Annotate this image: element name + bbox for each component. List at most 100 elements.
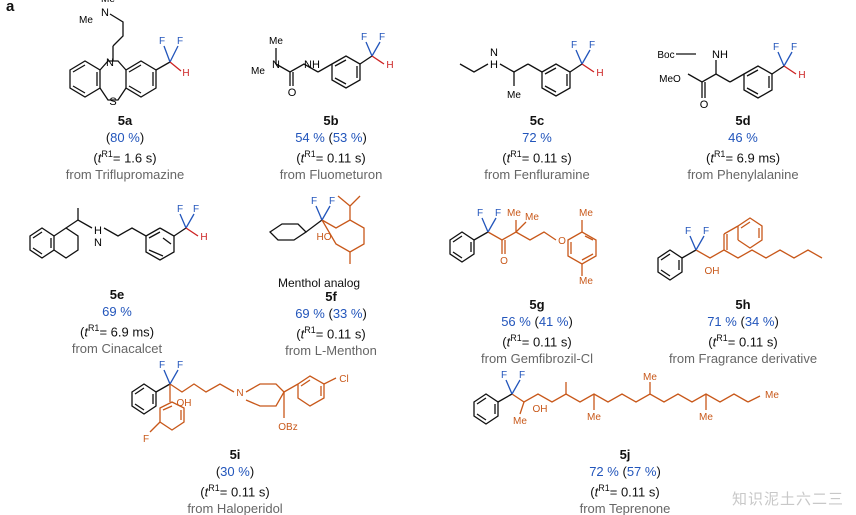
svg-text:H: H [200,232,207,243]
caption-5f: 5f 69 % (33 %) (tR1= 0.11 s) from L-Ment… [236,288,426,359]
residence-time: (tR1= 6.9 ms) [79,323,155,340]
molecule-5a: N S N Me Me F F H [69,0,190,108]
caption-5b: 5b 54 % (53 %) (tR1= 0.11 s) from Fluome… [236,112,426,183]
residence-time: (tR1= 0.11 s) [708,333,778,350]
svg-text:F: F [143,434,149,445]
svg-text:F: F [177,204,183,215]
entry-5a: N S N Me Me F F H 5a (80 %) (tR1= 1.6 s)… [30,0,220,183]
caption-5h: 5h 71 % (34 %) (tR1= 0.11 s) from Fragra… [648,296,838,367]
caption-5j: 5j 72 % (57 %) (tR1= 0.11 s) from Tepren… [460,446,790,515]
molecule-5c: H N Me F F H [459,40,604,101]
yield-value: 80 % [110,130,140,145]
svg-text:F: F [703,226,709,237]
svg-text:Me: Me [579,276,593,287]
compound-label: 5f [325,289,337,304]
svg-text:H: H [798,70,805,81]
compound-label: 5b [323,113,339,128]
molecule-5i: F F OH N F Cl OBz [131,360,349,445]
svg-text:H: H [94,225,102,237]
atom-S: S [109,96,116,108]
molecule-5e: H N F F H [29,204,208,261]
svg-text:OBz: OBz [278,422,297,433]
watermark: 知识泥土六二三 [731,491,844,508]
atom-F1: F [159,36,165,47]
entry-5j: F F Me OH Me Me Me Me 5j 72 % (57 %) (tR… [460,368,790,515]
residence-time: (tR1= 0.11 s) [590,483,660,500]
structure-5f: F F HO [264,184,414,276]
structure-5j: F F Me OH Me Me Me Me [460,368,790,434]
caption-5e: 5e 69 % (tR1= 6.9 ms) from Cinacalcet [22,286,212,357]
entry-5f: F F HO Menthol analog 5f 69 % (33 %) (tR… [236,184,426,360]
compound-label: 5g [529,297,545,312]
svg-text:OH: OH [177,398,192,409]
svg-text:F: F [379,32,385,43]
svg-text:Me: Me [587,412,601,423]
svg-text:OH: OH [705,266,720,277]
methyl-left: Me [79,15,93,26]
yield-line: 72 % (57 %) [589,464,661,479]
svg-text:F: F [311,196,317,207]
svg-text:H: H [596,68,603,79]
svg-text:O: O [700,99,709,111]
residence-time: (tR1= 1.6 s) [93,149,157,166]
compound-label: 5c [529,113,545,128]
svg-text:O: O [500,256,508,267]
source-text: from Fluometuron [279,167,383,183]
entry-5d: Boc NH MeO O F F H 5d 46 % (tR1= 6.9 ms)… [648,0,838,183]
svg-text:Me: Me [513,416,527,427]
svg-text:F: F [589,40,595,51]
source-text: from L-Menthon [285,343,377,359]
structure-5c: H N Me F F H [456,34,616,114]
caption-5g: 5g 56 % (41 %) (tR1= 0.11 s) from Gemfib… [442,296,632,367]
atom-N-dimethyl: N [101,7,109,19]
molecule-5h: F F OH [657,217,823,281]
yield-line: (30 %) [215,464,255,479]
molecule-5b: N O NH Me Me F F H [251,32,394,99]
svg-text:Me: Me [507,208,521,219]
svg-text:Me: Me [507,90,521,101]
structure-5d: Boc NH MeO O F F H [656,26,836,116]
entry-5e: H N F F H 5e 69 % (tR1= 6.9 ms) from Cin… [22,190,212,360]
svg-text:Me: Me [699,412,713,423]
svg-text:H: H [386,60,393,71]
panel-letter: a [6,0,15,15]
entry-5b: N O NH Me Me F F H 5b 54 % (53 %) (tR1= … [236,0,426,183]
svg-text:F: F [501,370,507,381]
svg-text:N: N [236,388,243,399]
svg-text:F: F [495,208,501,219]
atom-F2: F [177,36,183,47]
methyl-top: Me [101,0,115,5]
entry-5h: F F OH 5h 71 % (34 %) (tR1= 0.11 s) from… [648,184,838,366]
molecule-5g: F F O O Me Me Me Me [449,208,597,287]
source-text: from Teprenone [579,501,671,515]
residence-time: (tR1= 0.11 s) [296,149,366,166]
structure-note: Menthol analog [278,276,361,290]
yield-line: 46 % [728,130,758,145]
source-text: from Cinacalcet [71,341,163,357]
compound-label: 5i [229,447,241,462]
caption-5d: 5d 46 % (tR1= 6.9 ms) from Phenylalanine [648,112,838,183]
molecule-5j: F F Me OH Me Me Me Me [473,370,779,427]
source-text: from Fenfluramine [484,167,590,183]
residence-time: (tR1= 6.9 ms) [705,149,781,166]
molecule-5d: Boc NH MeO O F F H [657,42,805,111]
svg-text:NH: NH [712,49,728,61]
svg-text:F: F [773,42,779,53]
yield-line: 72 % [522,130,552,145]
svg-text:Me: Me [525,212,539,223]
compound-label: 5a [117,113,133,128]
svg-text:F: F [519,370,525,381]
source-text: from Triflupromazine [65,167,185,183]
entry-5i: F F OH N F Cl OBz 5i (30 %) (tR1= 0.11 s… [110,360,360,515]
source-text: from Haloperidol [187,501,283,515]
yield-line: (80 %) [105,130,145,145]
svg-text:Me: Me [579,208,593,219]
structure-5b: N O NH Me Me F F H [251,32,414,114]
svg-text:O: O [288,87,297,99]
entry-5g: F F O O Me Me Me Me 5g 56 % (41 %) (tR1=… [442,190,632,366]
compound-label: 5j [619,447,631,462]
structure-5a: N S N Me Me F F H [50,0,210,120]
source-text: from Gemfibrozil-Cl [481,351,593,367]
svg-text:F: F [361,32,367,43]
